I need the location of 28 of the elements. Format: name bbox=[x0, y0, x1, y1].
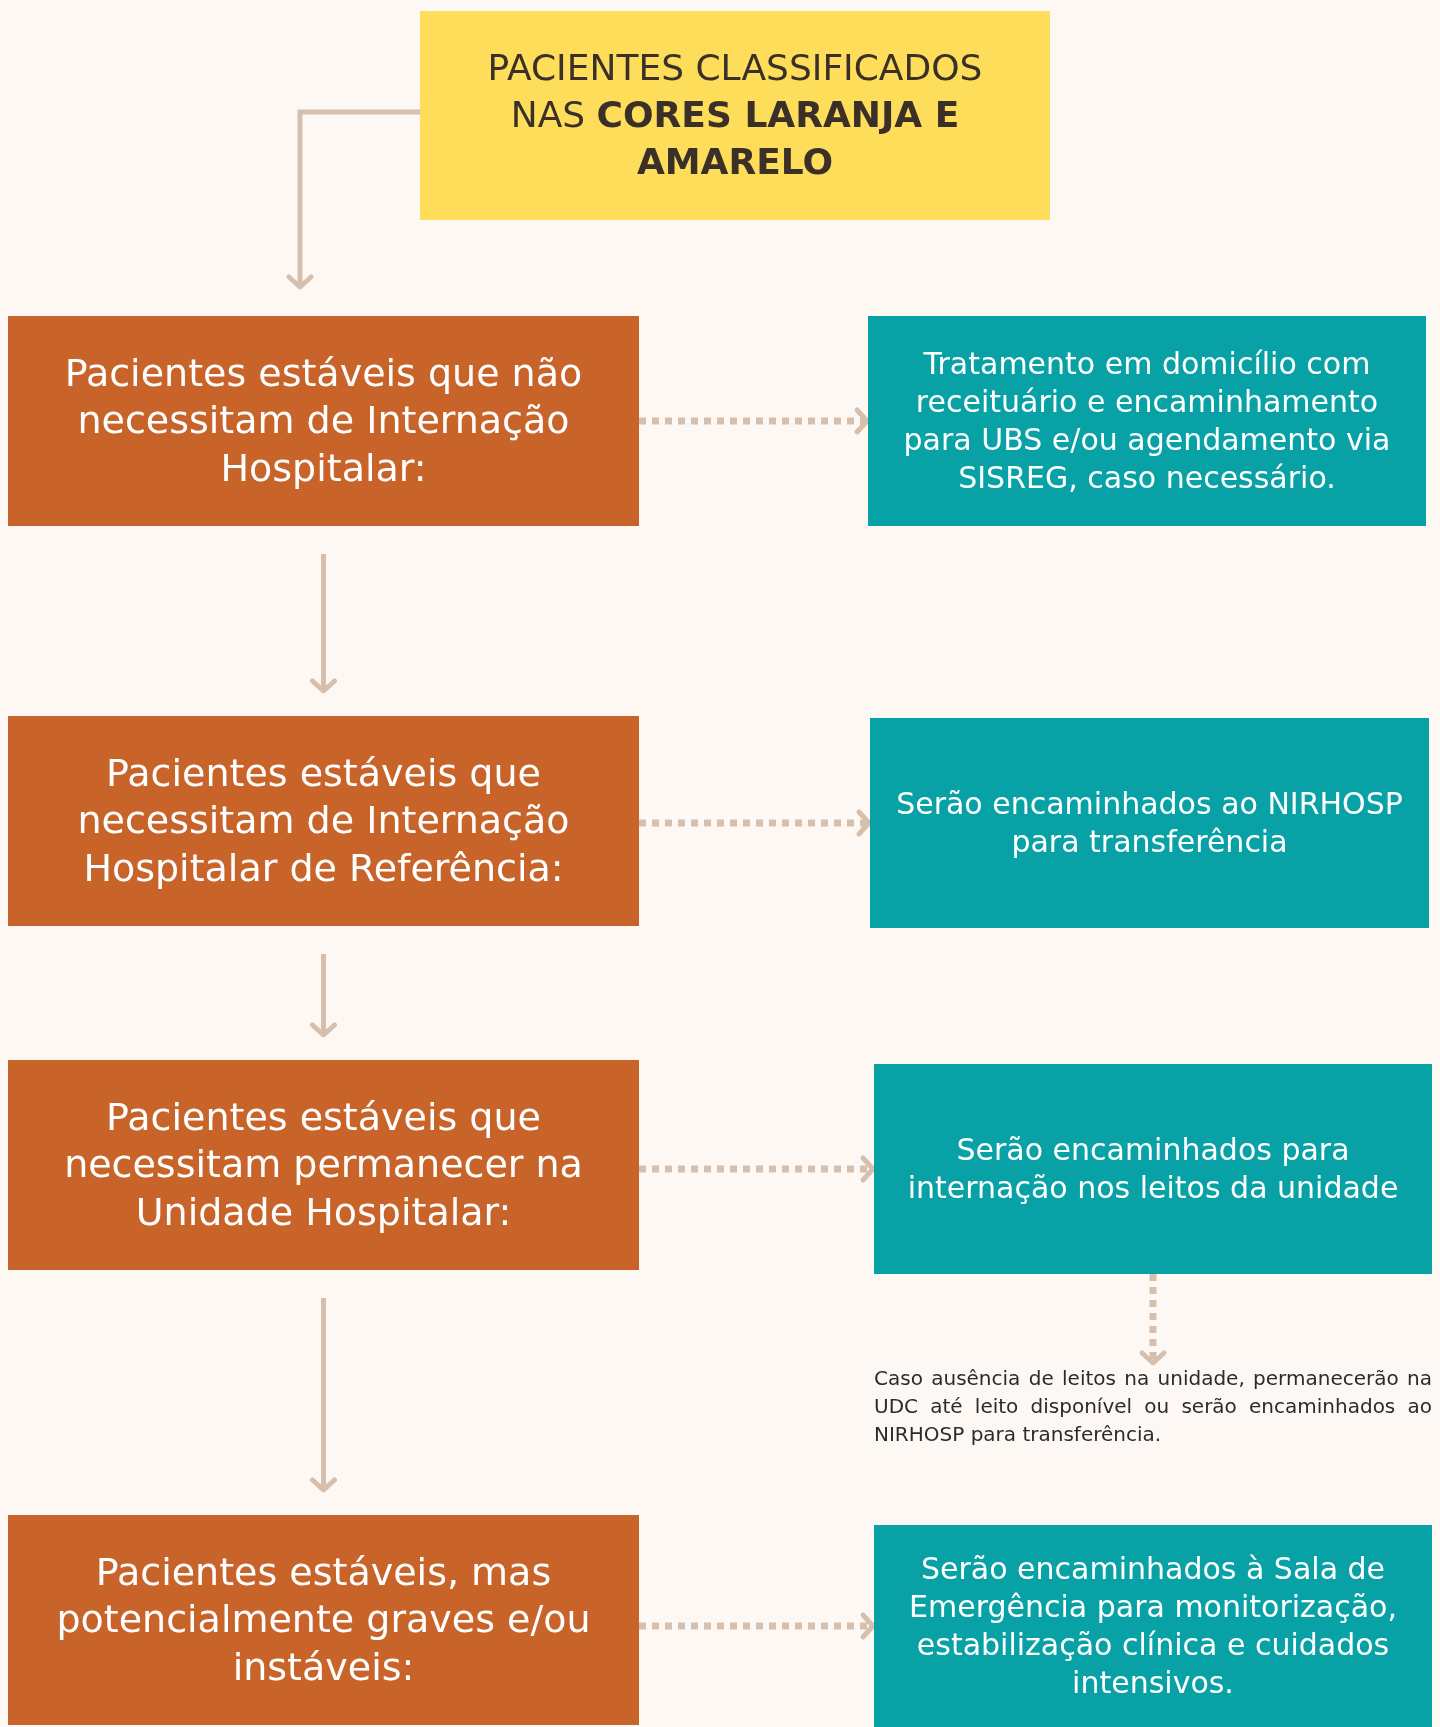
box-text: Pacientes estáveis, mas potencialmente graves e/ou instáveis: bbox=[55, 1548, 592, 1691]
arrow bbox=[310, 954, 337, 1038]
dotted-arrow bbox=[639, 1612, 876, 1640]
dotted-arrow bbox=[639, 1155, 876, 1183]
outcome-box bbox=[874, 1525, 1432, 1727]
dotted-arrow bbox=[639, 809, 872, 837]
outcome-box bbox=[870, 718, 1429, 928]
dotted-arrow bbox=[639, 407, 870, 435]
box-text: PACIENTES CLASSIFICADOS NAS CORES LARANJA E AMARELO bbox=[486, 46, 984, 184]
arrow bbox=[310, 1298, 337, 1493]
category-box bbox=[8, 1515, 639, 1725]
box-text: Pacientes estáveis que necessitam permanecer na Unidade Hospitalar: bbox=[63, 1093, 584, 1236]
category-box bbox=[8, 1060, 639, 1270]
arrow bbox=[310, 554, 337, 694]
box-text: Pacientes estáveis que necessitam de Internação Hospitalar de Referência: bbox=[76, 749, 571, 892]
box-text: Pacientes estáveis que não necessitam de Internação Hospitalar: bbox=[63, 349, 584, 492]
box-text: Serão encaminhados para internação nos leitos da unidade bbox=[906, 1130, 1400, 1207]
category-box bbox=[8, 716, 639, 926]
outcome-box bbox=[874, 1064, 1432, 1274]
outcome-box bbox=[868, 316, 1426, 526]
dotted-arrow bbox=[1139, 1274, 1167, 1366]
category-box bbox=[8, 316, 639, 526]
box-text: Serão encaminhados ao NIRHOSP para transferência bbox=[895, 784, 1404, 861]
title-box bbox=[420, 11, 1050, 220]
note-text: Caso ausência de leitos na unidade, permanecerão na UDC até leito disponível ou serão encaminhados ao NIRHOSP para transferência. bbox=[874, 1365, 1432, 1448]
arrow bbox=[286, 109, 420, 290]
box-text: Tratamento em domicílio com receituário e encaminhamento para UBS e/ou agendamento via SISREG, caso necessário. bbox=[902, 344, 1392, 498]
box-text: Serão encaminhados à Sala de Emergência para monitorização, estabilização clínica e cuidados intensivos. bbox=[908, 1549, 1398, 1703]
